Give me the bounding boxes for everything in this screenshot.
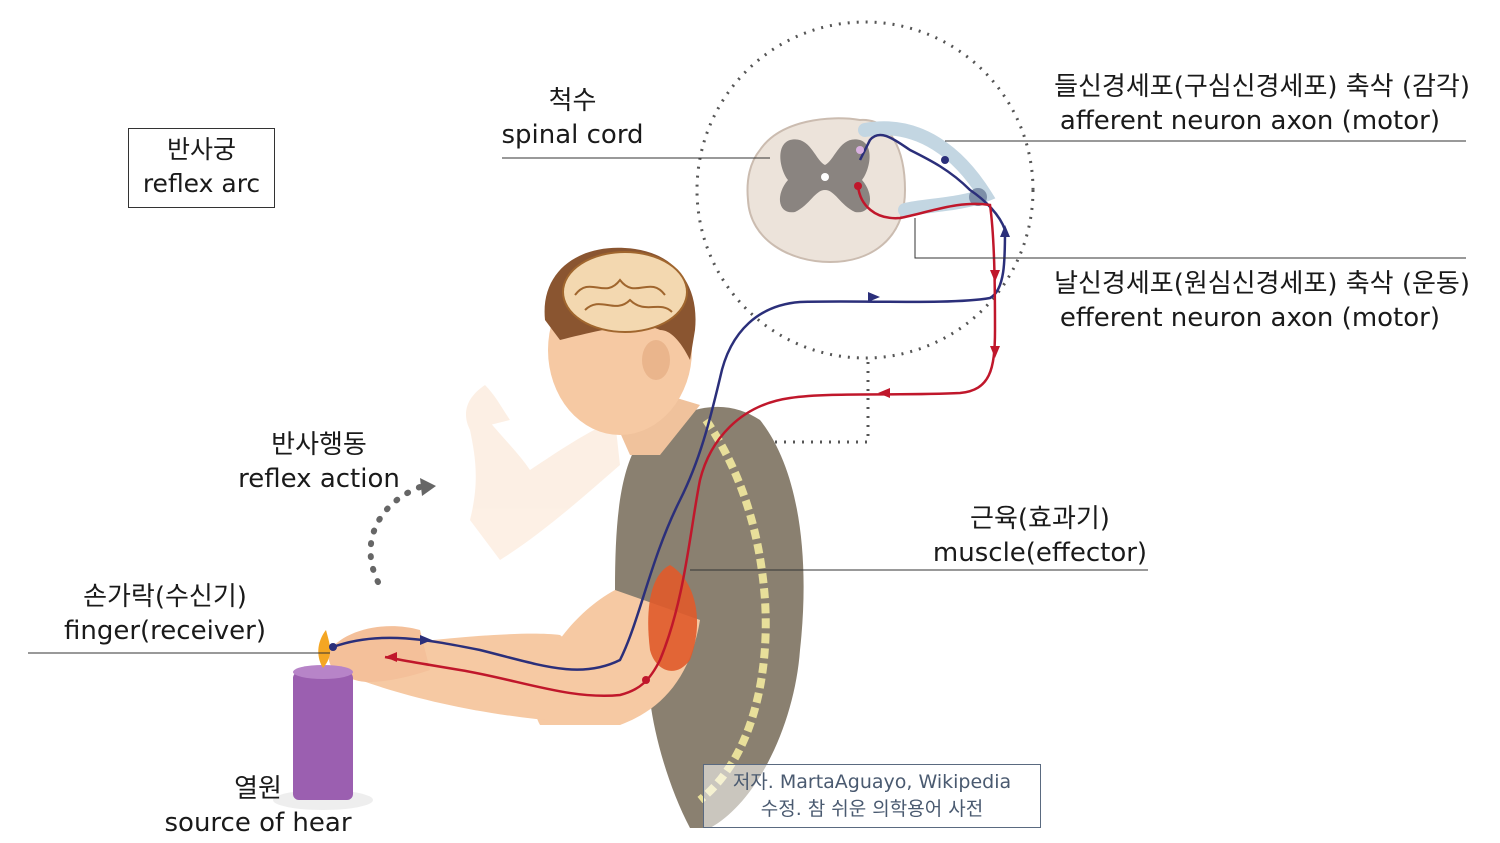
interneuron-dot xyxy=(856,146,864,154)
label-finger-en: finger(receiver) xyxy=(63,616,267,646)
label-reflex-action-ko: 반사행동 xyxy=(271,430,367,460)
credit-author: 저자. MartaAguayo, Wikipedia xyxy=(732,771,1012,793)
label-muscle: 근육(효과기) muscle(effector) xyxy=(930,502,1150,570)
afferent-arrow-2 xyxy=(420,635,432,645)
afferent-neuron-dot xyxy=(941,156,949,164)
brain-folds xyxy=(574,278,673,313)
candle xyxy=(293,672,353,800)
efferent-arrow-2 xyxy=(990,346,1000,358)
label-efferent: 날신경세포(원심신경세포) 축삭 (운동) efferent neuron ax… xyxy=(1054,267,1470,335)
label-muscle-ko: 근육(효과기) xyxy=(970,504,1110,534)
label-heat-source-ko: 열원 xyxy=(234,774,282,804)
efferent-arrow xyxy=(990,270,1000,282)
label-heat-source-en: source of hear xyxy=(164,808,352,838)
central-canal xyxy=(821,173,829,181)
label-efferent-en: efferent neuron axon (motor) xyxy=(1059,303,1440,333)
label-finger: 손가락(수신기) finger(receiver) xyxy=(60,580,270,648)
motor-neuron-dot xyxy=(854,182,862,190)
title-en: reflex arc xyxy=(142,169,261,198)
efferent-arrow-3 xyxy=(878,388,890,398)
label-spinal-cord-ko: 척수 xyxy=(548,86,597,116)
credit-modified: 수정. 참 쉬운 의학용어 사전 xyxy=(760,798,984,820)
credit-box: 저자. MartaAguayo, Wikipedia 수정. 참 쉬운 의학용어… xyxy=(703,764,1041,828)
receptor-dot xyxy=(329,643,337,651)
ghost-arm xyxy=(465,385,620,560)
candle-flame xyxy=(318,630,331,668)
spine xyxy=(697,417,770,804)
muscle-junction-dot xyxy=(642,676,650,684)
shirt xyxy=(615,406,804,828)
afferent-arrow xyxy=(868,292,880,302)
zoom-connector xyxy=(770,362,870,444)
brain xyxy=(562,251,688,333)
label-heat-source: 열원 source of hear xyxy=(160,772,356,840)
muscle xyxy=(648,565,698,671)
afferent-path xyxy=(332,133,1007,671)
label-afferent-ko: 들신경세포(구심신경세포) 축삭 (감각) xyxy=(1054,72,1470,102)
title-ko: 반사궁 xyxy=(166,135,236,164)
spinal-cord-section xyxy=(746,117,907,264)
ear xyxy=(642,340,670,380)
leader-efferent xyxy=(914,218,1466,259)
label-reflex-action-en: reflex action xyxy=(238,464,400,494)
label-spinal-cord-en: spinal cord xyxy=(501,120,644,150)
label-spinal-cord: 척수 spinal cord xyxy=(500,84,645,152)
label-afferent-en: afferent neuron axon (motor) xyxy=(1059,106,1440,136)
label-reflex-action: 반사행동 reflex action xyxy=(236,428,402,496)
candle-top xyxy=(293,665,353,679)
label-efferent-ko: 날신경세포(원심신경세포) 축삭 (운동) xyxy=(1054,269,1470,299)
label-afferent: 들신경세포(구심신경세포) 축삭 (감각) afferent neuron ax… xyxy=(1054,70,1470,138)
title-box: 반사궁 reflex arc xyxy=(128,128,275,208)
reflex-action-arrow xyxy=(367,484,423,585)
reflex-action-arrowhead xyxy=(420,478,436,496)
efferent-path xyxy=(384,185,997,697)
efferent-arrow-4 xyxy=(385,652,397,662)
label-muscle-en: muscle(effector) xyxy=(932,538,1148,568)
label-finger-ko: 손가락(수신기) xyxy=(83,582,247,612)
afferent-arrow-3 xyxy=(1000,225,1010,237)
zoom-circle xyxy=(695,20,1035,360)
